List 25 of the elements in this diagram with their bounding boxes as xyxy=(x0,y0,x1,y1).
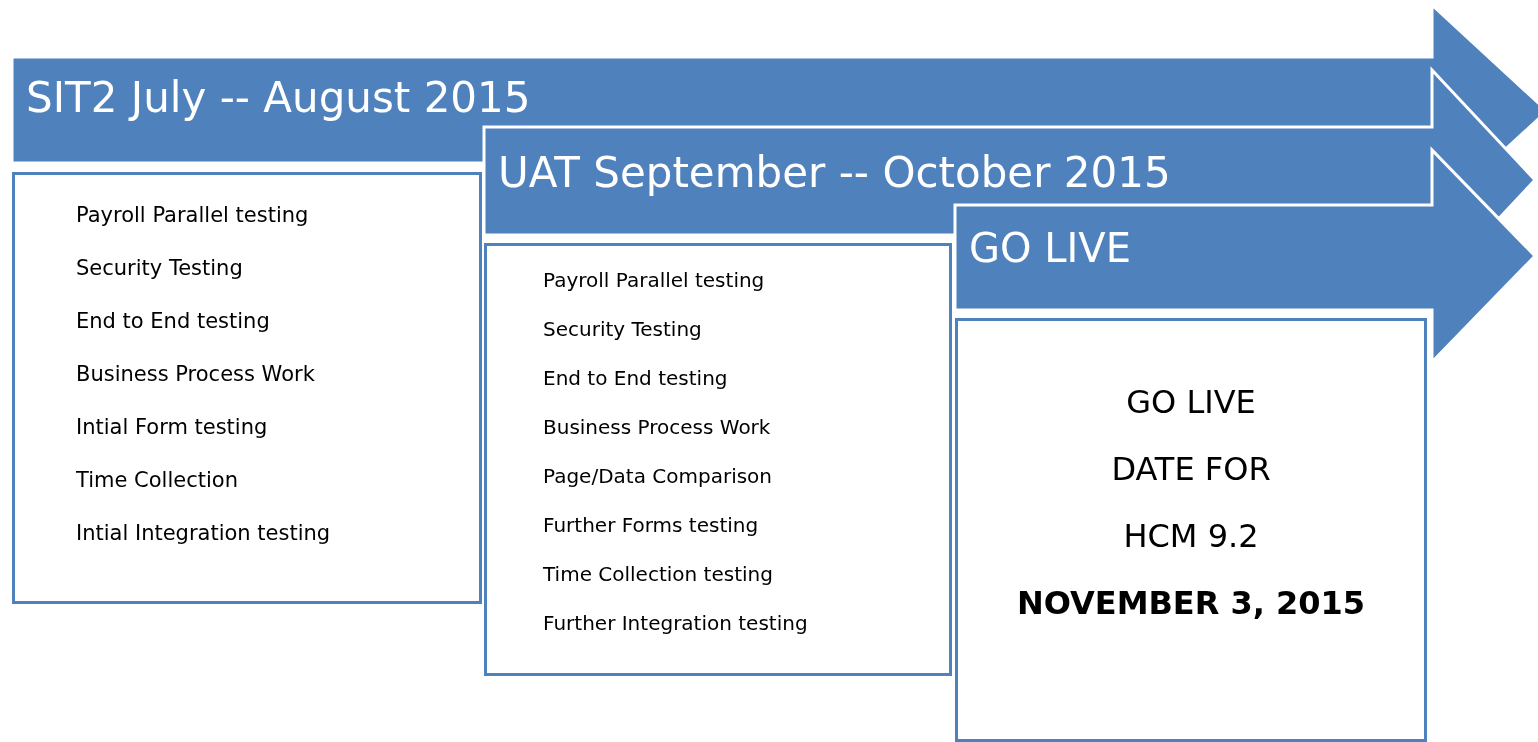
task-item: Security Testing xyxy=(76,256,243,282)
task-item: Intial Form testing xyxy=(76,415,268,441)
go-live-box xyxy=(955,318,1427,742)
task-item: Page/Data Comparison xyxy=(543,464,772,488)
task-item: Further Integration testing xyxy=(543,611,808,635)
task-item: Further Forms testing xyxy=(543,513,759,537)
go-live-text: HCM 9.2 xyxy=(1122,517,1260,556)
task-item: Payroll Parallel testing xyxy=(76,203,309,229)
task-item: Intial Integration testing xyxy=(76,521,331,547)
phase-title: GO LIVE xyxy=(969,228,1131,268)
go-live-text: NOVEMBER 3, 2015 xyxy=(1015,584,1367,623)
phase-title: SIT2 July -- August 2015 xyxy=(26,77,531,119)
task-item: End to End testing xyxy=(543,366,728,390)
task-item: End to End testing xyxy=(76,309,270,335)
phase-title: UAT September -- October 2015 xyxy=(498,152,1171,194)
go-live-text: DATE FOR xyxy=(1110,450,1272,489)
task-item: Business Process Work xyxy=(76,362,315,388)
go-live-text: GO LIVE xyxy=(1125,383,1257,422)
task-list-box xyxy=(484,243,952,676)
task-item: Business Process Work xyxy=(543,415,771,439)
task-item: Payroll Parallel testing xyxy=(543,268,765,292)
task-list-box xyxy=(12,172,482,604)
task-item: Time Collection testing xyxy=(543,562,773,586)
task-item: Security Testing xyxy=(543,317,702,341)
task-item: Time Collection xyxy=(76,468,238,494)
